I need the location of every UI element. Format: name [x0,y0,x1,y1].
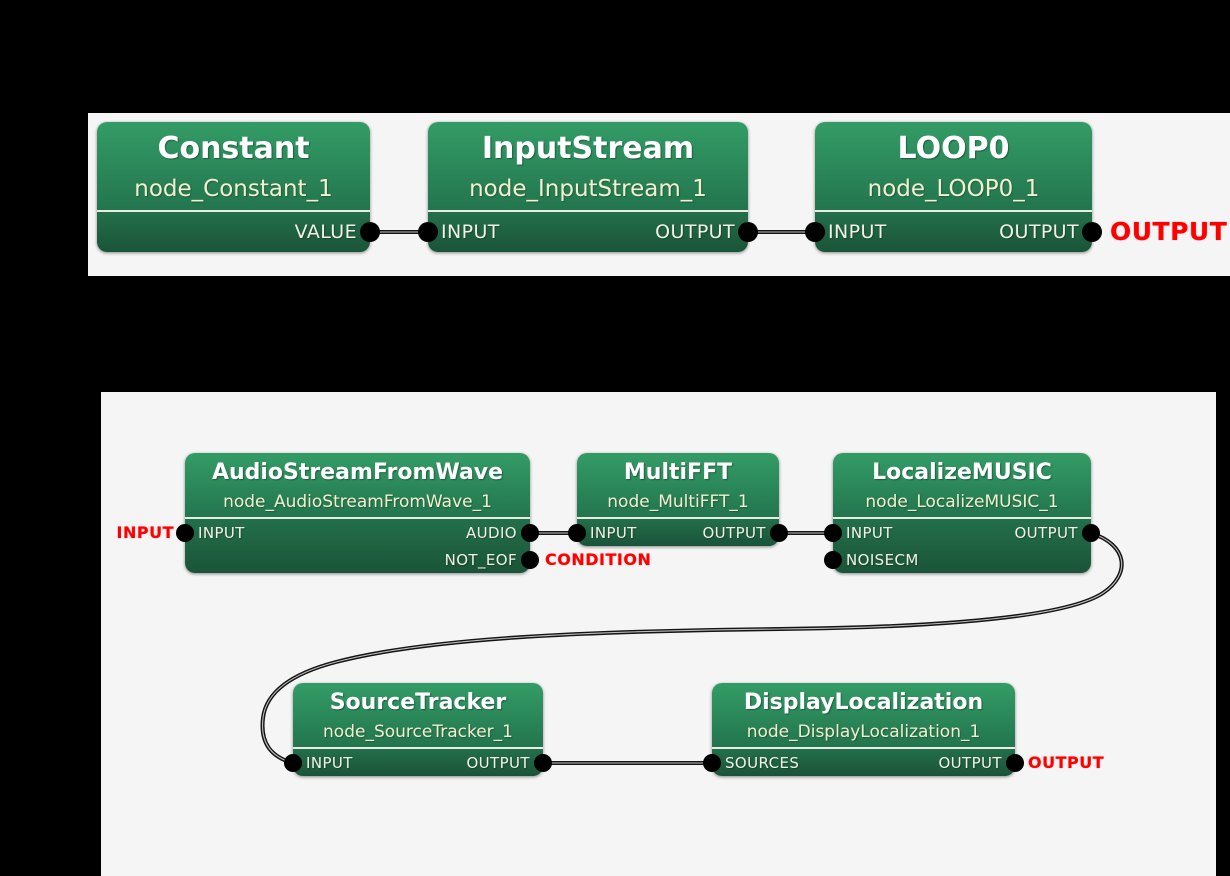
port-label-not-eof: NOT_EOF [444,550,517,569]
node-audio-stream-from-wave[interactable]: AudioStreamFromWave node_AudioStreamFrom… [185,453,530,573]
port-row: INPUT AUDIO [185,519,530,546]
port-row: INPUT OUTPUT [815,212,1092,252]
port-label-input: INPUT [828,221,887,243]
node-type-label: DisplayLocalization [743,690,984,715]
node-port-section: INPUT OUTPUT NOISECM [833,517,1091,573]
node-type-label: Constant [157,131,310,166]
port-label-output: OUTPUT [999,221,1079,243]
port-label-input: INPUT [441,221,500,243]
node-type-label: InputStream [481,131,695,166]
node-type-label: MultiFFT [623,460,733,485]
node-port-section: INPUT OUTPUT [577,517,779,546]
node-port-section: INPUT OUTPUT [815,210,1092,252]
node-header: SourceTracker node_SourceTracker_1 [293,683,543,747]
node-port-section: INPUT OUTPUT [428,210,748,252]
node-type-label: LOOP0 [897,131,1010,166]
network-input-label: INPUT [116,523,174,542]
port-row: VALUE [97,212,370,252]
node-constant[interactable]: Constant node_Constant_1 VALUE [97,122,370,252]
node-source-tracker[interactable]: SourceTracker node_SourceTracker_1 INPUT… [293,683,543,776]
network-output-label: OUTPUT [1028,753,1105,772]
port-label-output: OUTPUT [938,753,1002,772]
port-label-output: OUTPUT [655,221,735,243]
node-instance-label: node_SourceTracker_1 [323,722,513,742]
port-label-output: OUTPUT [466,753,530,772]
port-label-input: INPUT [590,523,637,542]
port-label-input: INPUT [306,753,353,772]
node-input-stream[interactable]: InputStream node_InputStream_1 INPUT OUT… [428,122,748,252]
node-port-section: INPUT OUTPUT [293,747,543,776]
node-type-label: LocalizeMUSIC [872,460,1052,485]
node-instance-label: node_InputStream_1 [469,176,707,202]
port-row: INPUT OUTPUT [833,519,1091,546]
port-row: INPUT OUTPUT [577,519,779,546]
node-type-label: AudioStreamFromWave [211,460,504,485]
port-label-sources: SOURCES [725,753,800,772]
node-loop0[interactable]: LOOP0 node_LOOP0_1 INPUT OUTPUT [815,122,1092,252]
port-label-output: OUTPUT [1014,523,1078,542]
node-header: Constant node_Constant_1 [97,122,370,210]
node-display-localization[interactable]: DisplayLocalization node_DisplayLocaliza… [712,683,1015,776]
node-header: AudioStreamFromWave node_AudioStreamFrom… [185,453,530,517]
node-header: LocalizeMUSIC node_LocalizeMUSIC_1 [833,453,1091,517]
node-multi-fft[interactable]: MultiFFT node_MultiFFT_1 INPUT OUTPUT [577,453,779,546]
node-instance-label: node_Constant_1 [134,176,333,202]
port-label-input: INPUT [846,523,893,542]
port-label-noisecm: NOISECM [846,550,919,569]
node-header: DisplayLocalization node_DisplayLocaliza… [712,683,1015,747]
node-instance-label: node_LocalizeMUSIC_1 [865,492,1059,512]
port-row: INPUT OUTPUT [428,212,748,252]
port-label-output: OUTPUT [702,523,766,542]
node-header: InputStream node_InputStream_1 [428,122,748,210]
node-port-section: SOURCES OUTPUT [712,747,1015,776]
port-row: NOT_EOF [185,546,530,573]
network-condition-label: CONDITION [545,550,652,569]
node-instance-label: node_LOOP0_1 [867,176,1040,202]
node-instance-label: node_DisplayLocalization_1 [746,722,981,742]
port-label-audio: AUDIO [465,523,517,542]
node-header: LOOP0 node_LOOP0_1 [815,122,1092,210]
port-label-value: VALUE [294,221,357,243]
node-header: MultiFFT node_MultiFFT_1 [577,453,779,517]
node-port-section: VALUE [97,210,370,252]
port-label-input: INPUT [198,523,245,542]
port-row: INPUT OUTPUT [293,749,543,776]
node-localize-music[interactable]: LocalizeMUSIC node_LocalizeMUSIC_1 INPUT… [833,453,1091,573]
node-instance-label: node_MultiFFT_1 [607,492,749,512]
node-instance-label: node_AudioStreamFromWave_1 [223,492,492,512]
node-type-label: SourceTracker [329,690,507,715]
port-row: NOISECM [833,546,1091,573]
node-port-section: INPUT AUDIO NOT_EOF [185,517,530,573]
port-row: SOURCES OUTPUT [712,749,1015,776]
network-output-label: OUTPUT [1110,217,1228,246]
